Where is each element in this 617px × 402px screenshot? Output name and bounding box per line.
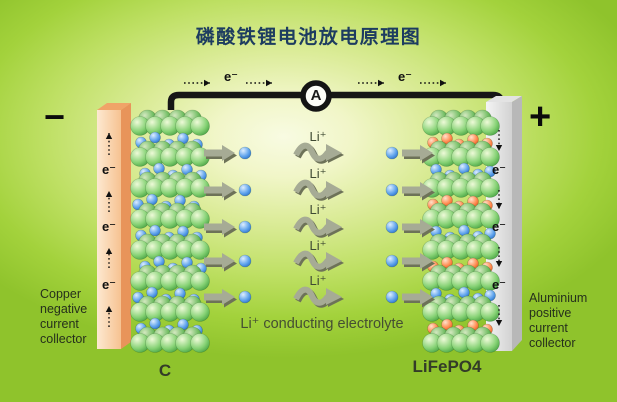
electron-label-wire-right: e⁻: [397, 69, 413, 84]
electron-label-wire-left: e⁻: [223, 69, 239, 84]
lifepo4-electrode-label: LiFePO4: [412, 357, 482, 376]
electron-label-aluminium-1: e⁻: [491, 162, 507, 177]
caption-line: Copper: [40, 287, 81, 301]
copper-collector-caption: Copper negative current collector: [40, 287, 87, 347]
li-ion-label-4: Li⁺: [309, 238, 327, 253]
electron-label-copper-3: e⁻: [101, 277, 117, 292]
caption-line: negative: [40, 302, 88, 316]
electron-arrows-copper: [105, 133, 113, 327]
lifepo4-electrode: [422, 109, 500, 353]
electron-label-aluminium-3: e⁻: [491, 277, 507, 292]
negative-terminal-sign: −: [44, 96, 66, 137]
li-ion-flow-row-2: [204, 179, 435, 201]
li-ion-flow-row-5: [204, 286, 435, 308]
caption-line: current: [40, 317, 79, 331]
caption-line: Aluminium: [529, 291, 588, 305]
ammeter-icon: [300, 80, 332, 112]
li-ion-flow-row-3: [204, 216, 435, 238]
caption-line: positive: [529, 306, 572, 320]
electron-label-aluminium-2: e⁻: [491, 219, 507, 234]
positive-terminal-sign: +: [529, 96, 552, 138]
caption-line: current: [529, 321, 568, 335]
li-ion-flow-row-4: [204, 250, 435, 272]
circuit-wire: [167, 91, 505, 110]
electron-arrows-aluminium: [495, 130, 503, 326]
page-title: 磷酸铁锂电池放电原理图: [195, 27, 422, 48]
caption-line: collector: [529, 336, 576, 350]
graphite-electrode: [130, 109, 210, 353]
electrolyte-caption: Li⁺ conducting electrolyte: [240, 316, 404, 332]
li-ion-label-2: Li⁺: [309, 166, 327, 181]
li-ion-flow-row-1: [204, 142, 435, 164]
graphite-electrode-label: C: [158, 361, 172, 380]
caption-line: collector: [40, 332, 87, 346]
electron-flow-arrows-top: [184, 79, 446, 87]
electron-label-copper-2: e⁻: [101, 219, 117, 234]
ammeter-label: A: [310, 87, 322, 104]
electron-label-copper-1: e⁻: [101, 162, 117, 177]
aluminium-collector-caption: Aluminium positive current collector: [529, 291, 587, 351]
li-ion-label-3: Li⁺: [309, 202, 327, 217]
li-ion-label-5: Li⁺: [309, 273, 327, 288]
li-ion-label-1: Li⁺: [309, 129, 327, 144]
